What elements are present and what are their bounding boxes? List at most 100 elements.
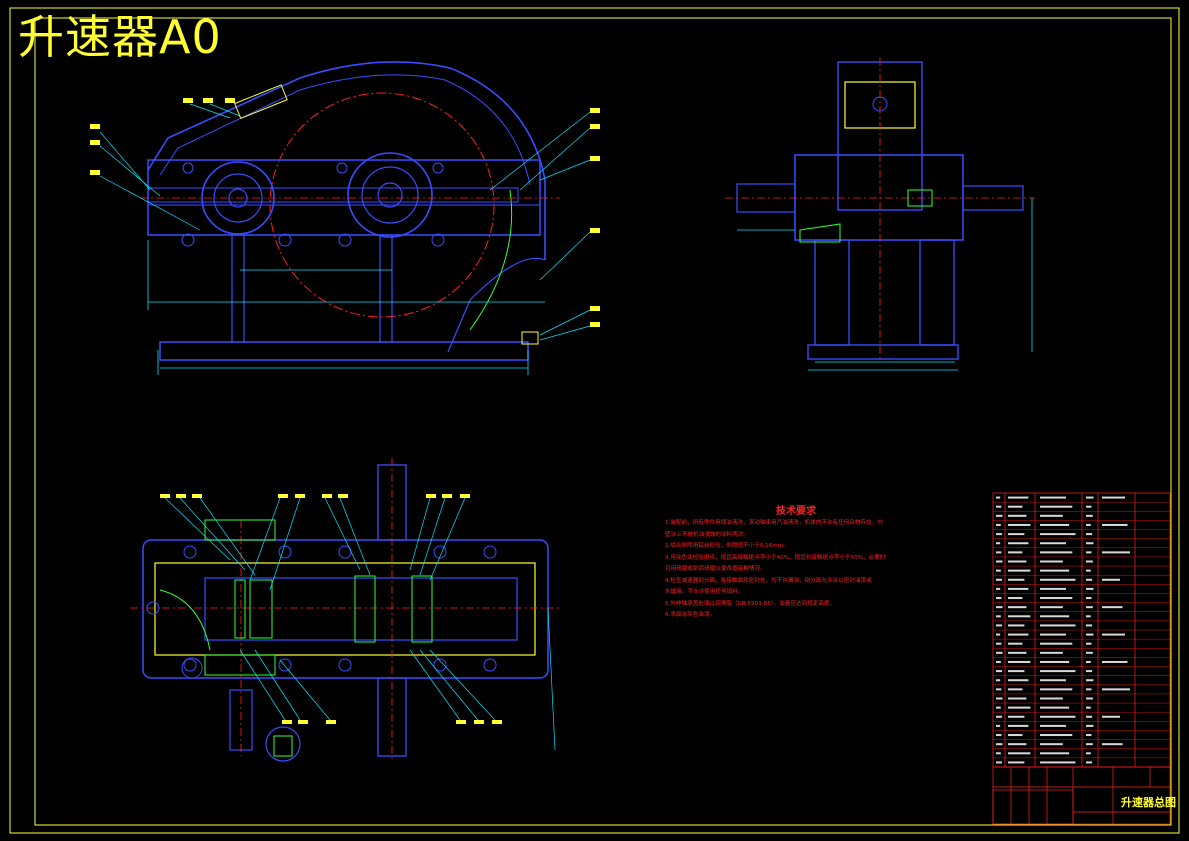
parts-cell-text [1086, 569, 1091, 572]
parts-cell-text [1040, 752, 1070, 755]
left-bottom-block [992, 789, 1074, 825]
parts-cell-text [1040, 542, 1066, 545]
tech-note: 4.检查减速器剖分面，各接触面及密封处，均不许漏油，剖分面允许涂以密封油漆或 [665, 577, 872, 584]
parts-cell-text [996, 624, 1002, 627]
parts-cell-text [996, 688, 1002, 691]
parts-cell-text [1086, 624, 1093, 627]
gear-cover-outline [147, 61, 546, 260]
parts-cell-text [1086, 734, 1092, 737]
parts-cell-text [1086, 533, 1093, 536]
parts-cell-text [1040, 606, 1063, 609]
parts-cell-text [1086, 697, 1093, 700]
tech-requirements-notes: 1.装配前，所有零件用煤油清洗，滚动轴承用汽油清洗，机体内不许有任何杂物存在，内… [665, 518, 945, 622]
parts-cell-text [1008, 688, 1023, 691]
parts-list-text [996, 496, 1130, 764]
parts-cell-text [996, 578, 1002, 581]
side-gear-section [799, 223, 841, 243]
parts-cell-text [1102, 660, 1128, 663]
outer-frame [9, 7, 1180, 834]
parts-cell-text [996, 743, 1003, 746]
parts-cell-text [1008, 761, 1025, 764]
tech-note: 壁涂上不被机油浸蚀的涂料两次。 [665, 531, 749, 538]
parts-cell-text [996, 523, 1001, 526]
parts-cell-text [1086, 660, 1091, 663]
parts-cell-text [1008, 697, 1027, 700]
tech-note: 水玻璃，不允许使用任何填料。 [665, 589, 744, 595]
top-leaders [164, 497, 556, 751]
section-hatch-curve [469, 189, 513, 331]
parts-cell-text [1008, 624, 1025, 627]
parts-cell-text [1086, 560, 1093, 563]
parts-cell-text [1040, 743, 1063, 746]
side-leg-left [814, 239, 850, 346]
parts-cell-text [1008, 615, 1031, 618]
parts-cell-text [1086, 578, 1093, 581]
parts-cell-text [1086, 514, 1093, 517]
vent-cap [234, 84, 288, 120]
parts-cell-text [1086, 633, 1094, 636]
parts-cell-text [1102, 523, 1128, 526]
parts-cell-text [1040, 633, 1066, 636]
parts-cell-text [1040, 578, 1076, 581]
parts-cell-text [1086, 706, 1091, 709]
top-housing-cavity [204, 577, 518, 641]
front-dimensions [147, 240, 545, 375]
right-bearing-inner [377, 182, 403, 208]
detail-section [273, 735, 293, 757]
housing-bolts [181, 162, 445, 247]
parts-cell-text [996, 642, 1002, 645]
tech-requirements-heading: 技术要求 [776, 506, 816, 517]
top-gear-sections [159, 519, 433, 676]
parts-cell-text [1086, 688, 1092, 691]
parts-cell-text [1040, 560, 1063, 563]
parts-cell-text [996, 551, 1002, 554]
parts-cell-text [1086, 715, 1093, 718]
parts-cell-text [1040, 670, 1076, 673]
side-shaft-right [962, 185, 1024, 211]
parts-cell-text [1086, 523, 1091, 526]
parts-cell-text [1008, 679, 1029, 682]
parts-cell-text [1086, 551, 1092, 554]
parts-cell-text [1040, 724, 1066, 727]
parts-cell-text [1040, 496, 1066, 499]
parts-cell-text [1008, 560, 1027, 563]
parts-cell-text [1086, 670, 1093, 673]
parts-cell-text [1008, 542, 1029, 545]
support-rib [447, 257, 546, 353]
parts-cell-text [1008, 569, 1031, 572]
right-bearing-mid [361, 166, 419, 224]
input-shaft [147, 187, 519, 203]
parts-cell-text [1086, 761, 1093, 764]
parts-cell-text [996, 542, 1001, 545]
title-block [992, 766, 1171, 825]
title-block-drawing-name: 升速器总图 [1121, 796, 1176, 809]
side-base [807, 344, 959, 360]
side-view [725, 58, 1035, 371]
page-title: 升速器A0 [18, 10, 222, 64]
right-bearing-outer [347, 152, 433, 238]
pedestal-left [231, 234, 245, 343]
parts-cell-text [1086, 615, 1091, 618]
parts-cell-text [1040, 734, 1073, 737]
parts-cell-text [1040, 697, 1063, 700]
side-dimensions [737, 198, 1033, 371]
inspection-cover [844, 81, 916, 129]
front-view [90, 61, 600, 375]
parts-cell-text [1008, 523, 1031, 526]
parts-cell-text [996, 633, 1001, 636]
parts-cell-text [996, 752, 1001, 755]
parts-cell-text [1102, 496, 1125, 499]
parts-cell-text [1008, 578, 1025, 581]
top-housing-outer [142, 539, 549, 679]
parts-cell-text [1102, 551, 1130, 554]
parts-cell-text [1086, 642, 1092, 645]
parts-cell-text [1102, 715, 1120, 718]
top-view [130, 458, 560, 762]
parts-cell-text [1040, 715, 1076, 718]
parts-cell-text [1008, 505, 1023, 508]
parts-cell-text [1040, 688, 1073, 691]
parts-cell-text [996, 533, 1002, 536]
parts-cell-text [1008, 715, 1025, 718]
tech-note: 可用研磨或刮后研磨以便改善接触情况。 [665, 566, 766, 572]
